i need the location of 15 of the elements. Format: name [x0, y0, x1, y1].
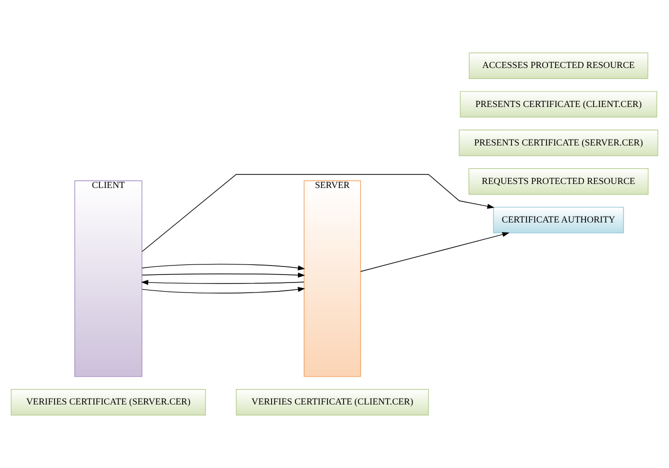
- node-box: REQUESTS PROTECTED RESOURCE: [468, 168, 649, 195]
- arrow: [141, 280, 304, 285]
- arrow: [142, 174, 494, 252]
- node-box: CERTIFICATE AUTHORITY: [493, 206, 624, 234]
- arrow: [360, 232, 510, 272]
- node-box: CLIENT: [74, 180, 142, 377]
- node-box: SERVER: [304, 180, 361, 377]
- node-box: ACCESSES PROTECTED RESOURCE: [468, 52, 648, 79]
- node-box: PRESENTS CERTIFICATE (SERVER.CER): [458, 130, 658, 156]
- arrow: [142, 286, 306, 294]
- node-box: VERIFIES CERTIFICATE (SERVER.CER): [10, 389, 206, 416]
- arrow: [142, 264, 306, 270]
- node-box: PRESENTS CERTIFICATE (CLIENT.CER): [460, 91, 658, 118]
- node-box: VERIFIES CERTIFICATE (CLIENT.CER): [236, 389, 429, 416]
- arrow: [142, 272, 306, 278]
